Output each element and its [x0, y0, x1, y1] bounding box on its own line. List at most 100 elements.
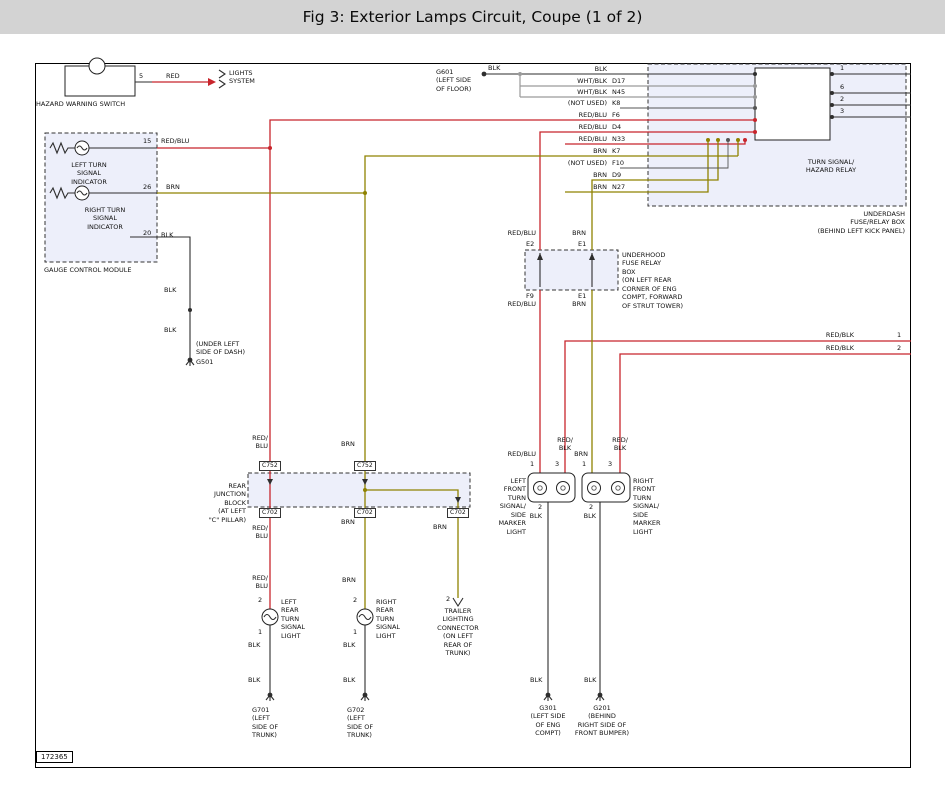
- wire-color-label: BLK: [530, 676, 543, 684]
- pin-number-label: 1: [840, 64, 845, 72]
- pin-number-label: 5: [139, 72, 144, 80]
- wire-color-label: RED/ BLU: [252, 574, 268, 591]
- trailer-connector-label: TRAILER LIGHTING CONNECTOR (ON LEFT REAR…: [437, 607, 479, 658]
- pin-label: N33: [612, 135, 626, 143]
- figure-title: Fig 3: Exterior Lamps Circuit, Coupe (1 …: [302, 8, 643, 26]
- wire-color-label: RED/BLU: [578, 111, 607, 119]
- wire-color-label: BRN: [572, 229, 586, 237]
- ground-name-label: G601 (LEFT SIDE OF FLOOR): [436, 68, 472, 93]
- wire-color-label: BRN: [342, 576, 356, 584]
- wire-color-label: WHT/BLK: [577, 88, 607, 96]
- wire-color-label: (NOT USED): [567, 99, 607, 107]
- red-blu-wires: [157, 119, 755, 609]
- ground-symbol-g501: [185, 357, 195, 366]
- wire-color-label: WHT/BLK: [577, 77, 607, 85]
- wire-color-label: BLK: [248, 641, 261, 649]
- wire-color-label: BLK: [583, 512, 596, 520]
- relay-label: TURN SIGNAL/ HAZARD RELAY: [805, 158, 857, 175]
- wire-color-label: BLK: [343, 641, 356, 649]
- wire-color-label: RED/BLU: [578, 123, 607, 131]
- wire-color-label: BRN: [341, 518, 355, 526]
- junction-connector-arrow-icons: [267, 479, 461, 503]
- wire-color-label: BRN: [341, 440, 355, 448]
- lights-system-label: LIGHTS SYSTEM: [229, 69, 255, 86]
- bulb-symbol-right-rear: [356, 608, 374, 626]
- pin-number-label: E2: [526, 240, 535, 248]
- trailer-connector-icon: [452, 597, 464, 608]
- brn-wires: [157, 140, 739, 609]
- pin-number-label: 2: [353, 596, 358, 604]
- fuse-symbols: [537, 253, 595, 287]
- pin-number-label: 2: [446, 595, 451, 603]
- right-rear-light-label: RIGHT REAR TURN SIGNAL LIGHT: [376, 598, 401, 640]
- pin-label: F6: [612, 111, 620, 119]
- hazard-switch-symbol: [64, 57, 226, 97]
- ground-name-label: G501: [196, 358, 214, 366]
- pin-number-label: 2: [589, 503, 594, 511]
- wire-color-label: RED/ BLU: [252, 434, 268, 451]
- gauge-module-label: GAUGE CONTROL MODULE: [44, 266, 132, 274]
- wire-color-label: RED/BLU: [507, 450, 536, 458]
- right-turn-indicator-label: RIGHT TURN SIGNAL INDICATOR: [84, 206, 126, 231]
- wire-color-label: (NOT USED): [567, 159, 607, 167]
- ground-name-label: G702 (LEFT SIDE OF TRUNK): [347, 706, 374, 740]
- wire-color-label: BLK: [164, 326, 177, 334]
- pin-number-label: F9: [526, 292, 534, 300]
- ground-location-note: (UNDER LEFT SIDE OF DASH): [196, 340, 246, 357]
- left-turn-indicator-label: LEFT TURN SIGNAL INDICATOR: [71, 161, 107, 186]
- wire-color-label: BRN: [572, 300, 586, 308]
- wire-color-label: RED/BLU: [507, 300, 536, 308]
- pin-number-label: 3: [608, 460, 613, 468]
- connector-label-c702: C702: [259, 508, 281, 518]
- pin-number-label: 3: [555, 460, 560, 468]
- wire-color-label: RED/ BLK: [612, 436, 628, 453]
- left-front-light-symbol: [527, 472, 576, 503]
- pin-number-label: E1: [578, 240, 587, 248]
- wire-color-label: BLK: [161, 231, 174, 239]
- pin-label: K8: [612, 99, 621, 107]
- connector-label-c702: C702: [354, 508, 376, 518]
- pin-number-label: 1: [530, 460, 535, 468]
- pin-label: D4: [612, 123, 622, 131]
- wire-color-label: RED/BLK: [825, 344, 854, 352]
- pin-number-label: 2: [840, 95, 845, 103]
- pin-number-label: 1: [582, 460, 587, 468]
- underhood-box-label: UNDERHOOD FUSE RELAY BOX (ON LEFT REAR C…: [622, 251, 684, 310]
- left-front-light-label: LEFT FRONT TURN SIGNAL/ SIDE MARKER LIGH…: [498, 477, 526, 536]
- pin-number-label: 1: [353, 628, 358, 636]
- pin-number-label: 2: [897, 344, 902, 352]
- wire-color-label: BRN: [433, 523, 447, 531]
- connector-label-c752: C752: [354, 461, 376, 471]
- wire-color-label: BLK: [248, 676, 261, 684]
- gauge-control-module-box: [44, 132, 158, 263]
- pin-label: D17: [612, 77, 626, 85]
- wire-color-label: RED/BLU: [507, 229, 536, 237]
- pin-label: N27: [612, 183, 626, 191]
- wire-color-label: RED/BLK: [825, 331, 854, 339]
- ground-symbol-g201: [595, 692, 605, 701]
- left-rear-light-label: LEFT REAR TURN SIGNAL LIGHT: [281, 598, 306, 640]
- pin-number-label: 26: [143, 183, 152, 191]
- turn-indicator-lamp-symbols: [49, 140, 157, 238]
- red-arrow-icon: [208, 78, 216, 86]
- wire-color-label: BLK: [594, 65, 607, 73]
- pin-number-label: 20: [143, 229, 152, 237]
- hazard-relay-component: [754, 67, 831, 141]
- ground-symbol-g702: [360, 692, 370, 701]
- ground-symbol-g301: [543, 692, 553, 701]
- hazard-switch-label: HAZARD WARNING SWITCH: [36, 100, 126, 108]
- blk-ground-wires: [157, 73, 755, 695]
- figure-title-bar: Fig 3: Exterior Lamps Circuit, Coupe (1 …: [0, 0, 945, 34]
- bulb-symbol-left-rear: [261, 608, 279, 626]
- wire-color-label: BLK: [343, 676, 356, 684]
- wire-color-label: BRN: [166, 183, 180, 191]
- ground-name-label: G201 (BEHIND RIGHT SIDE OF FRONT BUMPER): [574, 704, 630, 738]
- ground-symbol-g701: [265, 692, 275, 701]
- wire-color-label: RED/BLU: [578, 135, 607, 143]
- wire-color-label: BRN: [593, 183, 607, 191]
- lights-system-arrow-icon: [218, 79, 226, 89]
- pin-number-label: E1: [578, 292, 587, 300]
- pin-number-label: 2: [258, 596, 263, 604]
- wire-color-label: RED/ BLU: [252, 524, 268, 541]
